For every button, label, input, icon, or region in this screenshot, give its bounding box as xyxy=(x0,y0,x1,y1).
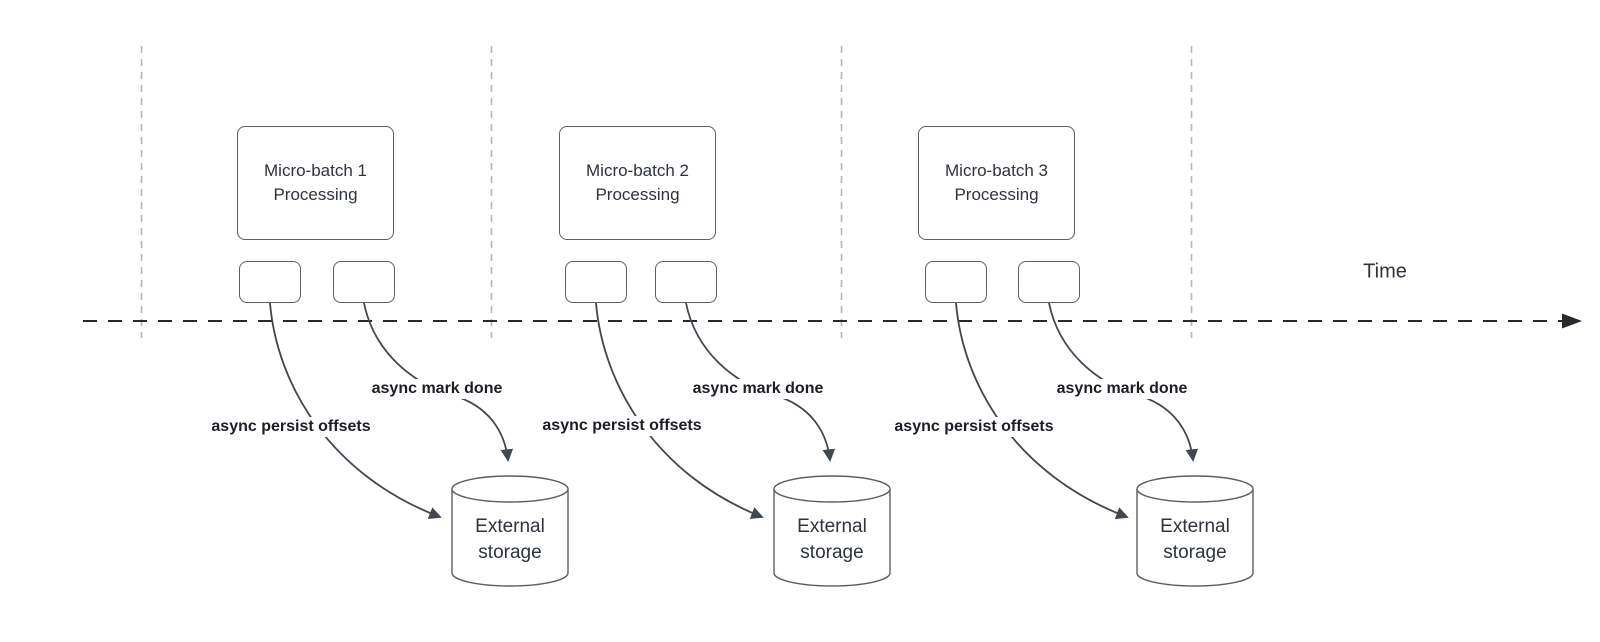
external-storage-label-1: External storage xyxy=(475,516,545,563)
mark-done-label-1: async mark done xyxy=(368,379,506,399)
microbatch-1-mark-done-box xyxy=(333,261,395,303)
persist-offsets-label-1: async persist offsets xyxy=(208,417,374,437)
persist-offsets-label-3: async persist offsets xyxy=(891,417,1057,437)
microbatch-2-processing-box: Micro-batch 2 Processing xyxy=(559,126,716,240)
external-storage-label-3: External storage xyxy=(1160,516,1230,563)
persist-offsets-arrow-2 xyxy=(595,302,764,519)
microbatch-2-title: Micro-batch 2 Processing xyxy=(586,161,689,204)
microbatch-1-title: Micro-batch 1 Processing xyxy=(264,161,367,204)
persist-offsets-label-2: async persist offsets xyxy=(539,416,705,436)
microbatch-3-mark-done-box xyxy=(1018,261,1080,303)
microbatch-3-processing-box: Micro-batch 3 Processing xyxy=(918,126,1075,240)
mark-done-label-2: async mark done xyxy=(689,379,827,399)
external-storage-cylinder-2 xyxy=(773,475,891,587)
persist-offsets-arrow-1 xyxy=(269,302,442,520)
external-storage-label-2: External storage xyxy=(797,516,867,563)
microbatch-2-persist-offsets-box xyxy=(565,261,627,303)
microbatch-1-persist-offsets-box xyxy=(239,261,301,303)
mark-done-label-3: async mark done xyxy=(1053,379,1191,399)
microbatch-2-mark-done-box xyxy=(655,261,717,303)
time-axis-label: Time xyxy=(1363,260,1407,283)
time-axis-arrowhead xyxy=(1562,313,1582,329)
microbatch-1-processing-box: Micro-batch 1 Processing xyxy=(237,126,394,240)
external-storage-cylinder-3 xyxy=(1136,475,1254,587)
external-storage-cylinder-1 xyxy=(451,475,569,587)
persist-offsets-arrow-3 xyxy=(955,302,1129,520)
microbatch-3-title: Micro-batch 3 Processing xyxy=(945,161,1048,204)
microbatch-3-persist-offsets-box xyxy=(925,261,987,303)
